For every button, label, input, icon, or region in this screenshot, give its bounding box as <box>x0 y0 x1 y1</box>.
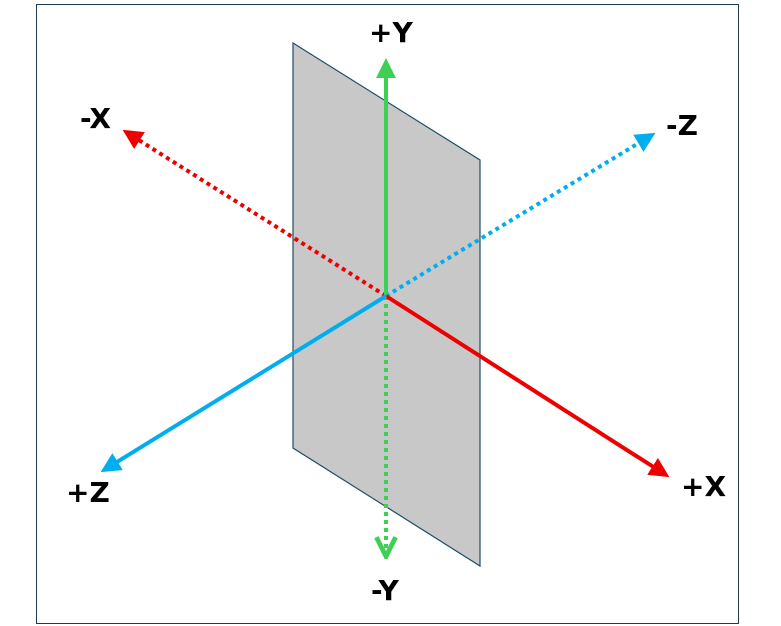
pos-x-axis-line <box>384 294 670 478</box>
neg-z-axis-line <box>384 132 656 298</box>
pos-z-label: +Z <box>66 476 110 509</box>
diagram-frame <box>36 4 739 624</box>
neg-x-axis-line <box>122 129 388 298</box>
neg-x-label: -X <box>80 102 111 135</box>
pos-y-label: +Y <box>369 16 413 49</box>
neg-z-label: -Z <box>666 109 698 142</box>
pos-z-axis-line <box>100 294 388 473</box>
neg-y-label: -Y <box>371 574 400 607</box>
pos-x-label: +X <box>681 470 726 503</box>
